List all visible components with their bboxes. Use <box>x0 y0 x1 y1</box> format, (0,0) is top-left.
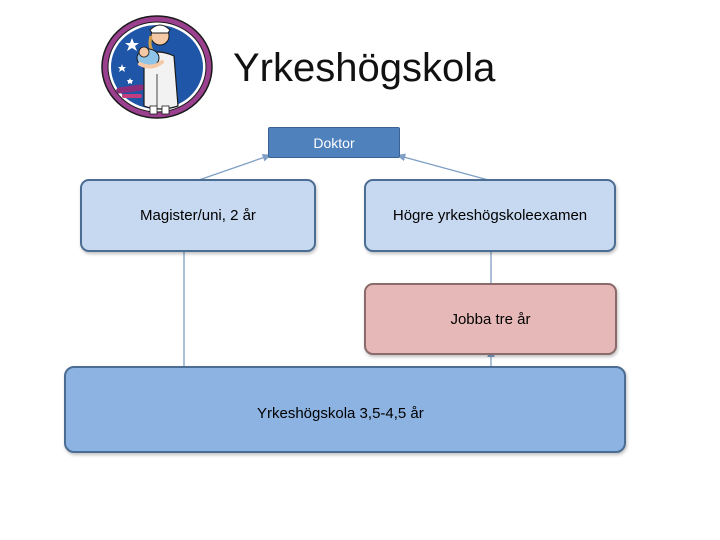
node-hogre-examen-label: Högre yrkeshögskoleexamen <box>392 207 588 224</box>
node-yrkeshogskola-label: Yrkeshögskola 3,5-4,5 år <box>257 405 424 422</box>
connector-right-to-top <box>396 153 493 182</box>
node-magister: Magister/uni, 2 år <box>80 179 316 252</box>
node-doktor-label: Doktor <box>313 134 355 151</box>
node-jobba-label: Jobba tre år <box>450 310 531 328</box>
nurse-holding-baby-clipart-icon <box>101 15 213 119</box>
node-magister-label: Magister/uni, 2 år <box>140 207 256 224</box>
node-doktor: Doktor <box>268 127 400 158</box>
connector-left-to-top <box>195 154 272 182</box>
node-jobba: Jobba tre år <box>364 283 617 355</box>
node-yrkeshogskola: Yrkeshögskola 3,5-4,5 år <box>64 366 626 453</box>
node-hogre-examen: Högre yrkeshögskoleexamen <box>364 179 616 252</box>
page-title: Yrkeshögskola <box>233 46 496 90</box>
